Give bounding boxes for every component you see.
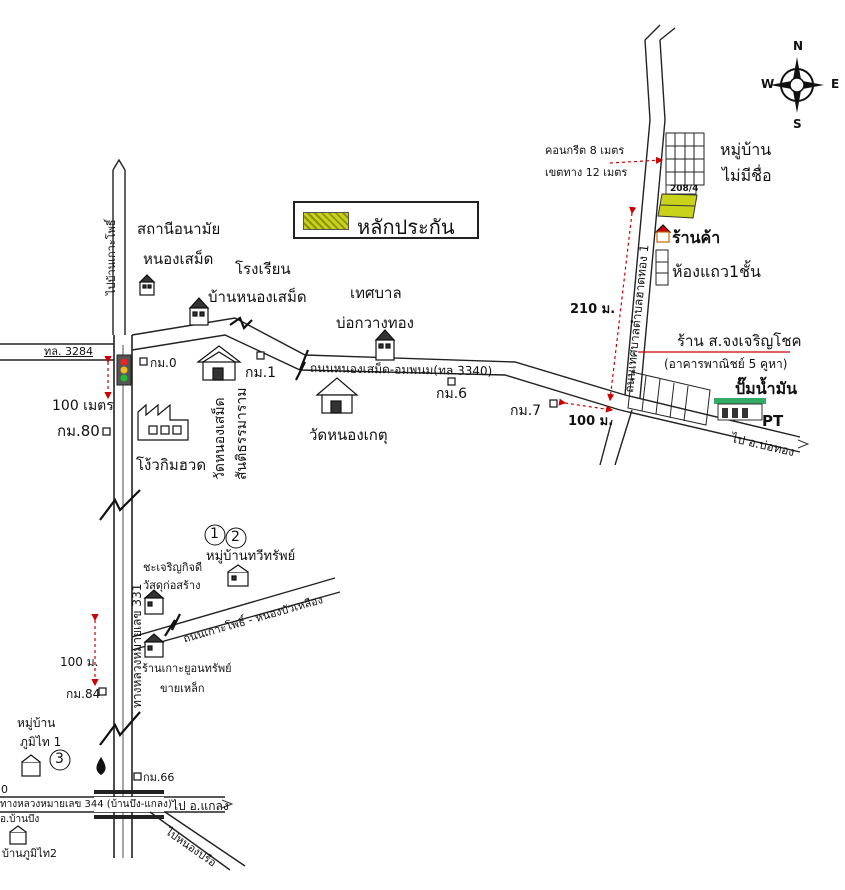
- commercial-building: [627, 371, 711, 426]
- highway-331-label: ทางหลวงหมายเลข 331: [130, 583, 144, 708]
- health-station-icon: [138, 274, 156, 296]
- temple-nongket-icon: [315, 377, 359, 414]
- road-to-nongprue: [149, 811, 246, 871]
- village-theewasap-label: หมู่บ้านทวีทรัพย์: [206, 549, 296, 564]
- shop-kaoyoun-icon: [143, 633, 165, 658]
- temple-nongsamet-label-2: สันติธรรมาราม: [234, 387, 250, 481]
- to-klaeng-label: ไป อ.แกลง: [172, 799, 229, 813]
- circled-number-1: 1: [210, 526, 219, 542]
- school-icon: [188, 297, 210, 326]
- village-phuthai-icon: [21, 754, 41, 777]
- shop-charoenkij-label-2: วัสดุก่อสร้าง: [143, 579, 201, 592]
- school-label-1: โรงเรียน: [235, 260, 291, 278]
- shop-chongcharoen-label-2: (อาคารพาณิชย์ 5 คูหา): [664, 357, 788, 371]
- road-3284-label: ทล. 3284: [44, 345, 93, 358]
- road-nongsamet-label: ถนนหนองเสม็ด-อมพนม(ทล.3340): [309, 361, 493, 379]
- school-label-2: บ้านหนองเสม็ด: [208, 288, 307, 306]
- unnamed-village-label-1: หมู่บ้าน: [720, 140, 772, 159]
- compass-n: N: [793, 39, 804, 53]
- compass-icon: [770, 57, 824, 113]
- km6-label: กม.6: [436, 386, 468, 402]
- fuel-drop-icon: [96, 757, 106, 775]
- collateral-swatch: [303, 212, 349, 230]
- parcel-number: 208/4: [670, 184, 699, 194]
- edge-zero-label: 0: [1, 783, 8, 796]
- municipality-icon: [374, 329, 396, 361]
- village-phuthai-label-1: หมู่บ้าน: [17, 716, 56, 730]
- compass-e: E: [831, 77, 840, 91]
- shop-charoenkij-icon: [143, 589, 165, 615]
- km84-label: กม.84: [66, 687, 101, 701]
- km7-label: กม.7: [510, 403, 542, 419]
- circled-number-3: 3: [55, 751, 64, 767]
- km66-label: กม.66: [143, 771, 175, 784]
- temple-nongsamet-label-1: วัดหนองเสม็ด: [212, 397, 228, 480]
- to-banbueng-label: อ.บ้านบึง: [0, 814, 40, 825]
- km1-label: กม.1: [245, 365, 277, 381]
- compass-w: W: [761, 77, 775, 91]
- unnamed-village-label-2: ไม่มีชื่อ: [722, 166, 772, 185]
- collateral-parcel: [657, 184, 698, 219]
- legend-label: หลักประกัน: [357, 215, 455, 239]
- store-label: ร้านค้า: [672, 228, 721, 247]
- village-phuthai2-icon: [9, 825, 27, 845]
- shop-kaoyoun-label-1: ร้านเกาะยูอนทรัพย์: [142, 662, 232, 675]
- health-station-label-2: หนองเสม็ด: [143, 250, 214, 268]
- highway-344-label: ทางหลวงหมายเลข 344 (บ้านบึง-แกลง): [0, 799, 172, 810]
- road-kohphai-nongbualueng: [131, 577, 341, 651]
- road-reserve-label: เขตทาง 12 เมตร: [545, 166, 628, 179]
- village-phuthai-label-2: ภูมิไท 1: [20, 735, 62, 749]
- road-koh-phai-label: ไปบ้านเกาะโพธิ์: [105, 219, 118, 295]
- shop-chongcharoen-label-1: ร้าน ส.จงเจริญโชค: [677, 332, 802, 350]
- km80-label: กม.80: [57, 422, 100, 440]
- road-to-koh-phai: [112, 158, 126, 335]
- concrete-width-label: คอนกรีต 8 เมตร: [545, 144, 625, 157]
- municipality-label-2: บ่อกวางทอง: [336, 314, 415, 332]
- gas-station-label: ปั๊มน้ำมัน: [735, 379, 798, 398]
- distance-arrows: [91, 156, 790, 687]
- village-phuthai2-label: บ้านภูมิไท2: [2, 847, 57, 860]
- distance-100m-km7: 100 ม.: [568, 414, 614, 429]
- village-lots: [655, 132, 705, 286]
- health-station-label-1: สถานีอนามัย: [137, 220, 221, 238]
- temple-nongsamet-icon: [196, 345, 242, 381]
- map-legend: หลักประกัน: [293, 201, 479, 239]
- store-icon: [654, 224, 672, 243]
- road-to-bothong: [619, 394, 810, 453]
- circled-number-2: 2: [231, 529, 240, 545]
- row-houses-label: ห้องแถว1ชั้น: [672, 262, 761, 281]
- shop-kaoyoun-label-2: ขายเหล็ก: [160, 682, 205, 695]
- distance-100m-km84: 100 ม.: [60, 655, 99, 669]
- distance-210m: 210 ม.: [570, 302, 616, 317]
- circled-numbers: [49, 524, 247, 771]
- road-3284: [0, 343, 114, 361]
- temple-nongket-label: วัดหนองเกตุ: [309, 426, 388, 444]
- traffic-light-icon: [116, 354, 132, 386]
- gas-brand-label: PT: [762, 412, 784, 430]
- highway-331: [113, 335, 133, 858]
- road-break-symbols: [99, 316, 310, 746]
- shop-charoenkij-label-1: ชะเจริญกิจดี: [143, 561, 203, 574]
- gas-station-icon: [714, 398, 766, 421]
- factory-label: โง้วกิมฮวด: [136, 456, 207, 474]
- village-theewasap-icon: [227, 564, 249, 587]
- factory-icon: [137, 403, 189, 441]
- compass-s: S: [793, 117, 802, 131]
- building-icons: [9, 224, 672, 845]
- highway-344: [0, 790, 234, 819]
- compass-rose: N S W E: [760, 35, 845, 130]
- distance-100m-top: 100 เมตร: [52, 398, 114, 414]
- km-marker-squares: [98, 351, 558, 781]
- municipality-label-1: เทศบาล: [350, 284, 402, 302]
- km0-label: กม.0: [150, 356, 177, 370]
